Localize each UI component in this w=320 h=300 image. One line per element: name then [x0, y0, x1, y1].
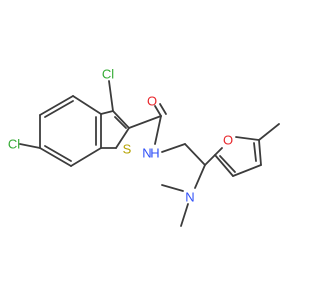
bond — [115, 127, 130, 149]
bond — [258, 139, 262, 166]
atom-s: S — [123, 142, 132, 157]
bond — [180, 203, 189, 227]
bond — [161, 143, 186, 153]
atom-cl-3: Cl — [102, 67, 114, 82]
bond — [108, 80, 114, 112]
bond — [219, 155, 236, 173]
atom-o-furan: O — [223, 133, 233, 148]
bond — [39, 95, 74, 116]
bond — [214, 147, 223, 156]
bond — [44, 100, 74, 118]
bond — [39, 147, 72, 167]
bond — [235, 136, 260, 141]
bond — [253, 142, 257, 162]
atom-n-amide: N — [142, 146, 151, 161]
bond — [258, 123, 280, 141]
bond — [128, 115, 162, 129]
bond — [194, 164, 206, 189]
bond — [159, 103, 167, 115]
bond — [154, 115, 162, 145]
atom-n-dimethyl: N — [185, 190, 194, 205]
atom-cl-6: Cl — [8, 137, 20, 152]
bond — [114, 116, 127, 129]
bonds — [19, 80, 280, 227]
bond — [154, 105, 162, 117]
molecule-structure-diagram: Cl O S N H Cl O N — [8, 67, 280, 227]
bond — [44, 145, 72, 162]
bond — [184, 143, 206, 166]
bond — [204, 154, 216, 166]
bond — [100, 110, 114, 115]
bond — [232, 164, 262, 177]
bond — [19, 143, 41, 149]
bond — [214, 154, 234, 177]
atom-o-carbonyl: O — [147, 94, 157, 109]
atom-h-amide: H — [150, 146, 159, 161]
bond — [70, 147, 102, 167]
bond — [161, 184, 184, 192]
bond — [112, 110, 130, 129]
bond — [72, 95, 102, 115]
atom-labels: Cl O S N H Cl O N — [8, 67, 233, 205]
